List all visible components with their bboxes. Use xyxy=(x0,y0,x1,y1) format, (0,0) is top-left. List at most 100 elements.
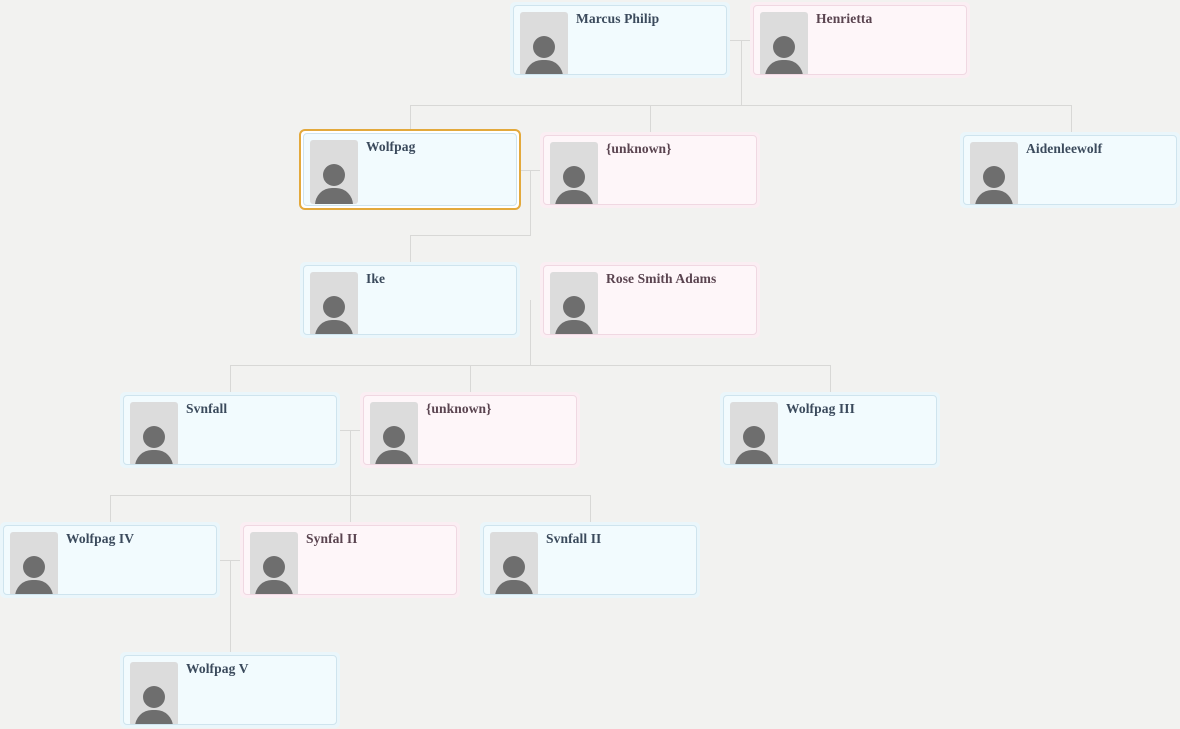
connector-line xyxy=(230,560,231,653)
person-card-inner: Svnfall xyxy=(123,395,337,465)
avatar-head xyxy=(143,686,165,708)
person-name: {unknown} xyxy=(426,401,492,416)
person-name: Aidenleewolf xyxy=(1026,141,1103,156)
connector-line xyxy=(350,430,351,495)
person-card[interactable]: Marcus Philip xyxy=(510,2,730,78)
avatar-head xyxy=(983,166,1005,188)
connector-line xyxy=(650,105,651,133)
person-card-inner: Wolfpag xyxy=(303,133,517,206)
person-card-inner: Svnfall II xyxy=(483,525,697,595)
person-placeholder-icon xyxy=(550,142,598,204)
person-card-inner: Rose Smith Adams xyxy=(543,265,757,335)
avatar-body xyxy=(315,320,353,334)
avatar-body xyxy=(315,188,353,204)
person-card-inner: {unknown} xyxy=(543,135,757,205)
connector-line xyxy=(110,495,590,496)
avatar-head xyxy=(263,556,285,578)
person-placeholder-icon xyxy=(310,272,358,334)
connector-line xyxy=(521,170,541,171)
person-card-inner: Wolfpag IV xyxy=(3,525,217,595)
person-placeholder-icon xyxy=(490,532,538,594)
person-card[interactable]: Svnfall II xyxy=(480,522,700,598)
person-card[interactable]: Svnfall xyxy=(120,392,340,468)
avatar-head xyxy=(503,556,525,578)
person-card-inner: Ike xyxy=(303,265,517,335)
person-card[interactable]: Wolfpag IV xyxy=(0,522,220,598)
person-card[interactable]: Rose Smith Adams xyxy=(540,262,760,338)
person-card-inner: Aidenleewolf xyxy=(963,135,1177,205)
avatar-body xyxy=(495,580,533,594)
avatar-body xyxy=(765,60,803,74)
connector-line xyxy=(410,105,411,131)
avatar-body xyxy=(255,580,293,594)
person-placeholder-icon xyxy=(10,532,58,594)
person-name: Wolfpag V xyxy=(186,661,249,676)
person-card[interactable]: {unknown} xyxy=(540,132,760,208)
person-name: Marcus Philip xyxy=(576,11,660,26)
person-card[interactable]: {unknown} xyxy=(360,392,580,468)
avatar-head xyxy=(323,296,345,318)
connector-line xyxy=(220,560,241,561)
person-name: Wolfpag IV xyxy=(66,531,135,546)
person-placeholder-icon xyxy=(370,402,418,464)
person-name: Svnfall II xyxy=(546,531,602,546)
avatar-head xyxy=(23,556,45,578)
person-name: Ike xyxy=(366,271,386,286)
person-name: {unknown} xyxy=(606,141,672,156)
connector-line xyxy=(530,170,531,235)
person-card-inner: Wolfpag III xyxy=(723,395,937,465)
avatar-head xyxy=(563,166,585,188)
person-card[interactable]: Wolfpag V xyxy=(120,652,340,728)
connector-line xyxy=(350,495,351,523)
person-card[interactable]: Wolfpag xyxy=(299,129,521,210)
avatar-body xyxy=(555,190,593,204)
person-name: Wolfpag xyxy=(366,139,416,154)
person-card-inner: Synfal II xyxy=(243,525,457,595)
avatar-body xyxy=(15,580,53,594)
connector-line xyxy=(741,40,742,105)
avatar-head xyxy=(383,426,405,448)
connector-line xyxy=(230,365,231,393)
person-placeholder-icon xyxy=(310,140,358,204)
person-placeholder-icon xyxy=(730,402,778,464)
person-card[interactable]: Synfal II xyxy=(240,522,460,598)
person-card[interactable]: Wolfpag III xyxy=(720,392,940,468)
avatar-head xyxy=(323,164,345,186)
person-card[interactable]: Ike xyxy=(300,262,520,338)
connector-line xyxy=(410,235,531,236)
person-placeholder-icon xyxy=(130,402,178,464)
person-name: Henrietta xyxy=(816,11,873,26)
connector-line xyxy=(1071,105,1072,133)
connector-line xyxy=(340,430,361,431)
person-name: Synfal II xyxy=(306,531,358,546)
person-placeholder-icon xyxy=(130,662,178,724)
person-name: Wolfpag III xyxy=(786,401,855,416)
person-card-inner: Henrietta xyxy=(753,5,967,75)
person-placeholder-icon xyxy=(760,12,808,74)
connector-line xyxy=(590,495,591,523)
avatar-body xyxy=(735,450,773,464)
avatar-head xyxy=(563,296,585,318)
avatar-body xyxy=(135,710,173,724)
connector-line xyxy=(470,365,471,393)
person-card-inner: Wolfpag V xyxy=(123,655,337,725)
person-placeholder-icon xyxy=(970,142,1018,204)
avatar-body xyxy=(135,450,173,464)
person-card[interactable]: Aidenleewolf xyxy=(960,132,1180,208)
person-card-inner: Marcus Philip xyxy=(513,5,727,75)
avatar-head xyxy=(773,36,795,58)
avatar-head xyxy=(143,426,165,448)
avatar-head xyxy=(533,36,555,58)
person-card[interactable]: Henrietta xyxy=(750,2,970,78)
person-name: Svnfall xyxy=(186,401,228,416)
connector-line xyxy=(410,105,1072,106)
avatar-body xyxy=(555,320,593,334)
person-name: Rose Smith Adams xyxy=(606,271,717,286)
connector-line xyxy=(730,40,751,41)
person-placeholder-icon xyxy=(550,272,598,334)
person-placeholder-icon xyxy=(250,532,298,594)
connector-line xyxy=(230,365,830,366)
connector-line xyxy=(110,495,111,523)
